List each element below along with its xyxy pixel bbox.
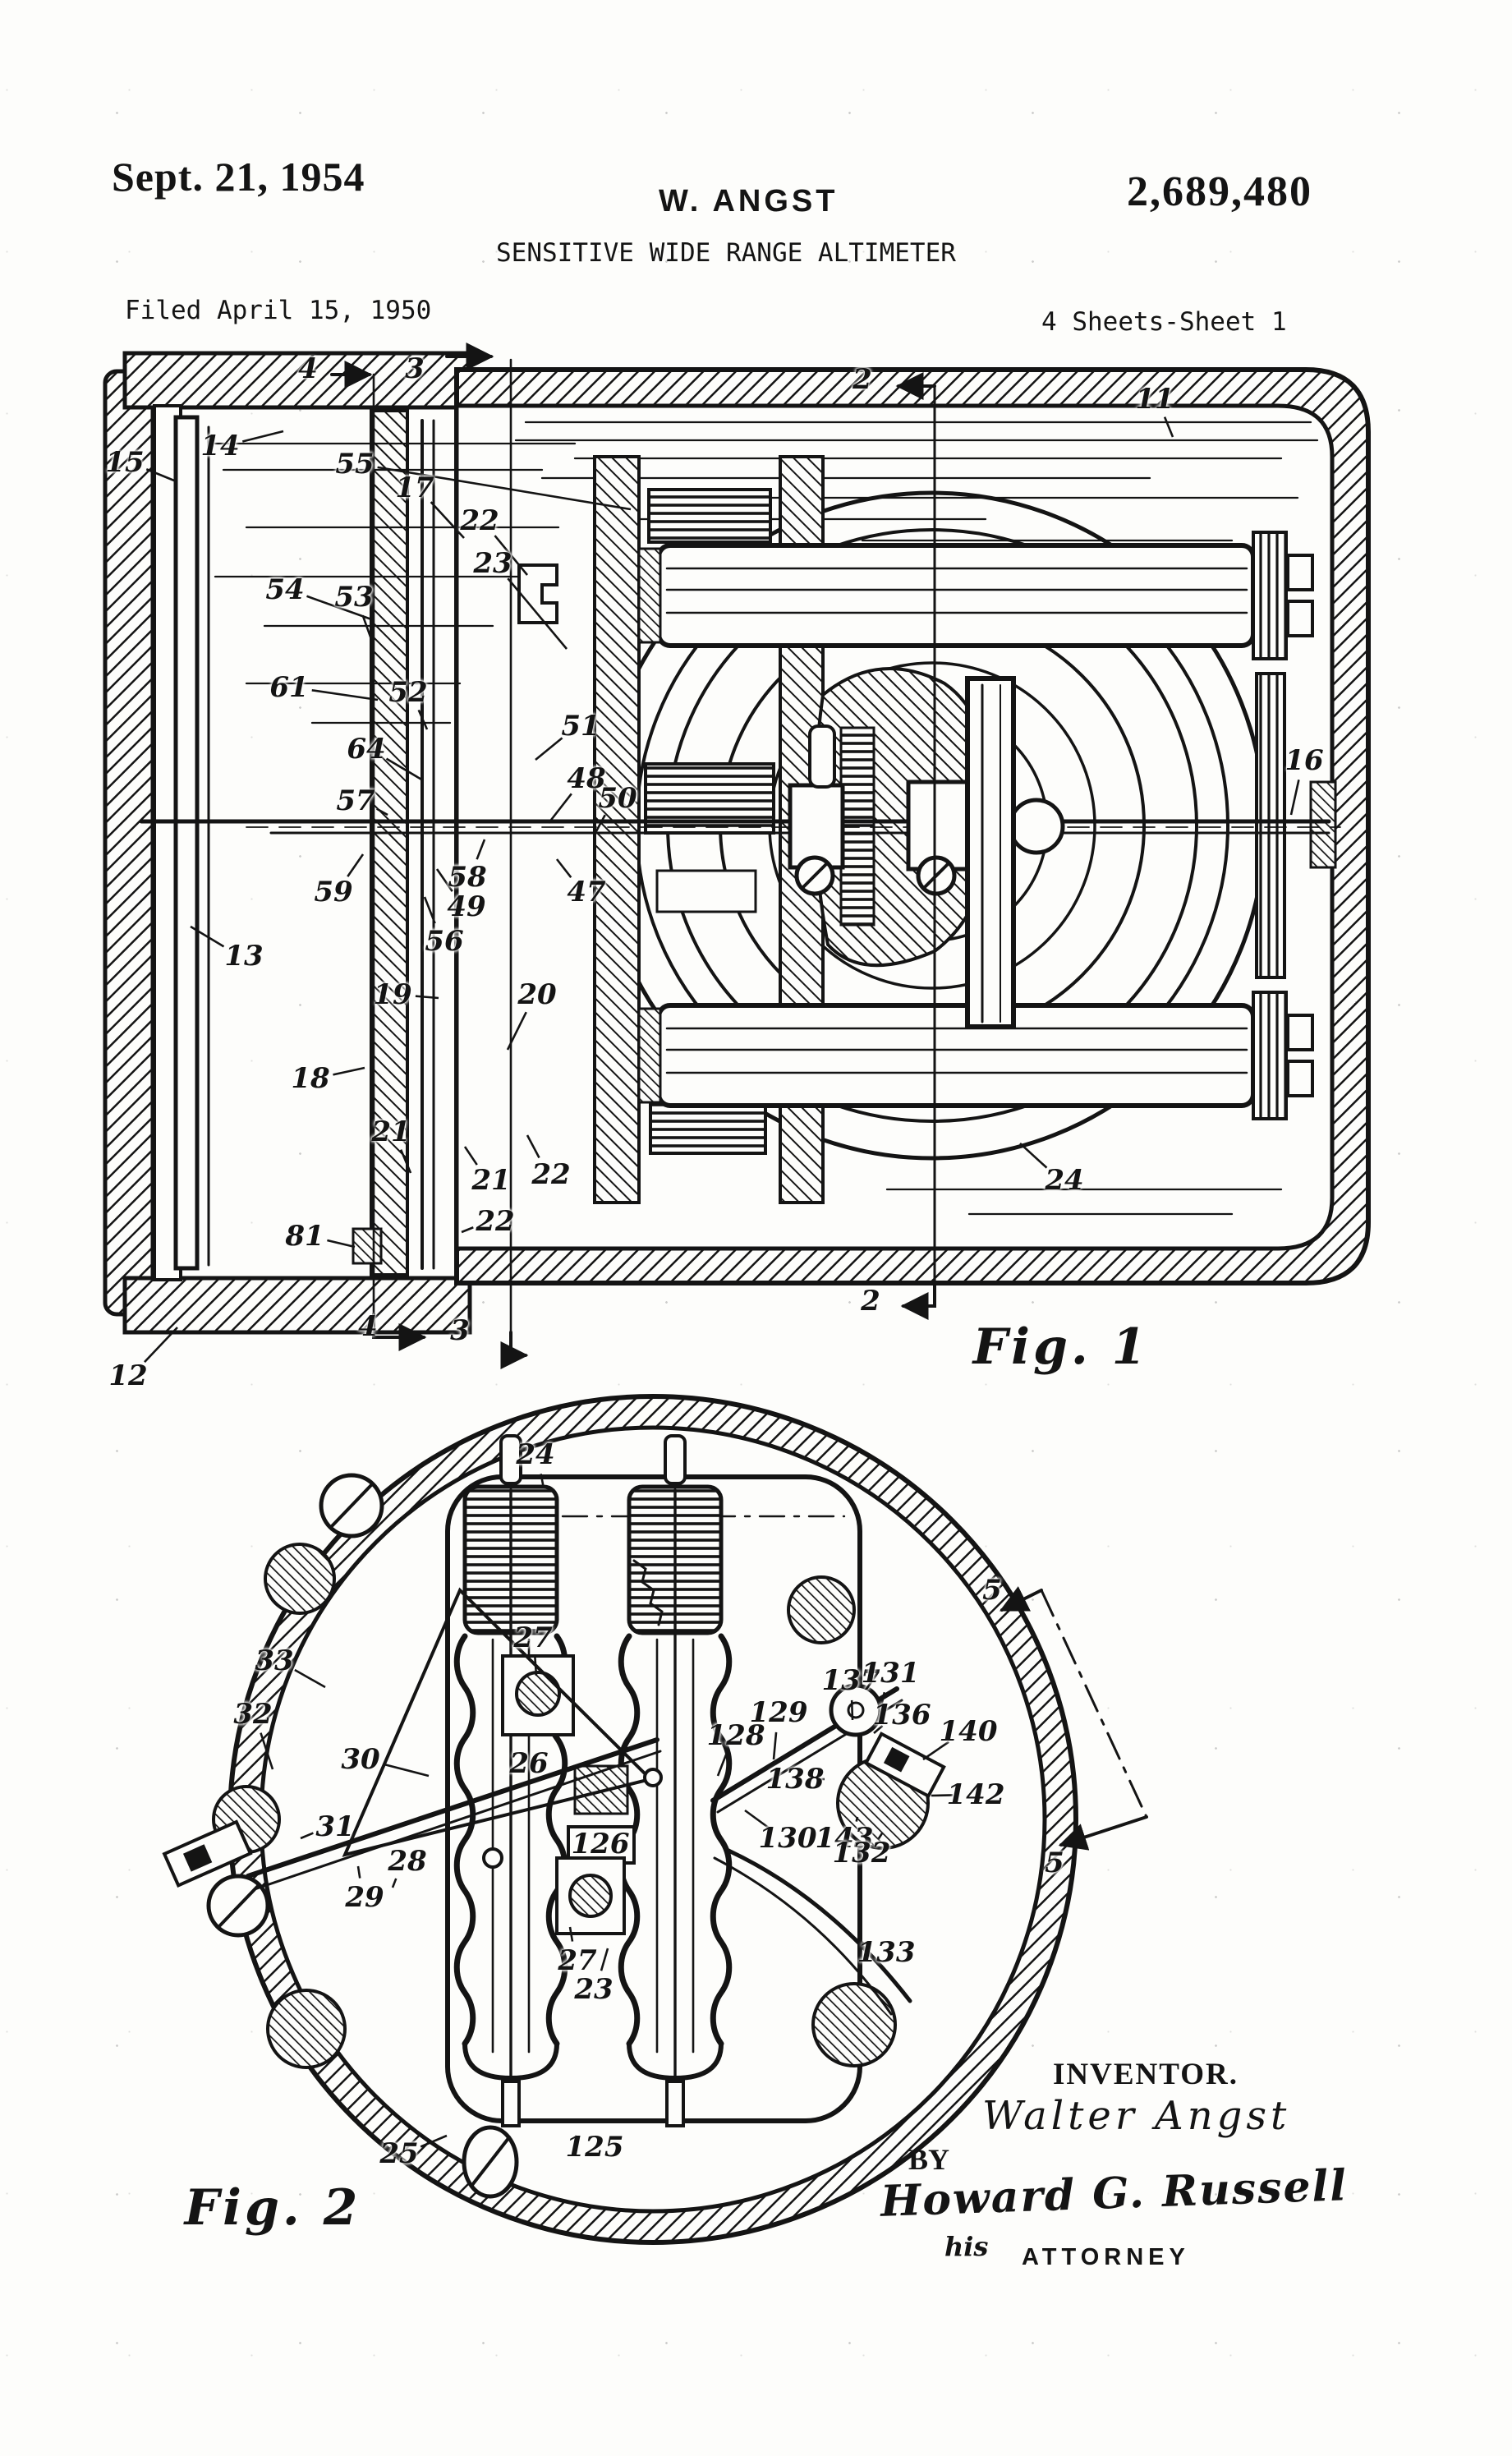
inventor-signature: Walter Angst <box>982 2093 1291 2139</box>
his-label: his <box>944 2231 989 2262</box>
leader-lines <box>144 416 1300 2148</box>
filed-date: Filed April 15, 1950 <box>125 296 432 325</box>
patent-date: Sept. 21, 1954 <box>112 154 365 200</box>
fig2-caption: Fig. 2 <box>184 2179 361 2237</box>
fig2-drawing <box>162 1394 1148 2245</box>
sheet-info: 4 Sheets-Sheet 1 <box>1041 307 1287 337</box>
fig1-drawing <box>103 343 1371 1369</box>
inventor-header: W. ANGST <box>659 184 839 218</box>
patent-title: SENSITIVE WIDE RANGE ALTIMETER <box>496 238 956 268</box>
attorney-title: ATTORNEY <box>1022 2244 1190 2270</box>
fig1-caption: Fig. 1 <box>972 1318 1150 1376</box>
inventor-heading: INVENTOR. <box>1053 2058 1239 2091</box>
by-label: BY <box>908 2143 950 2176</box>
patent-number: 2,689,480 <box>1127 168 1312 215</box>
